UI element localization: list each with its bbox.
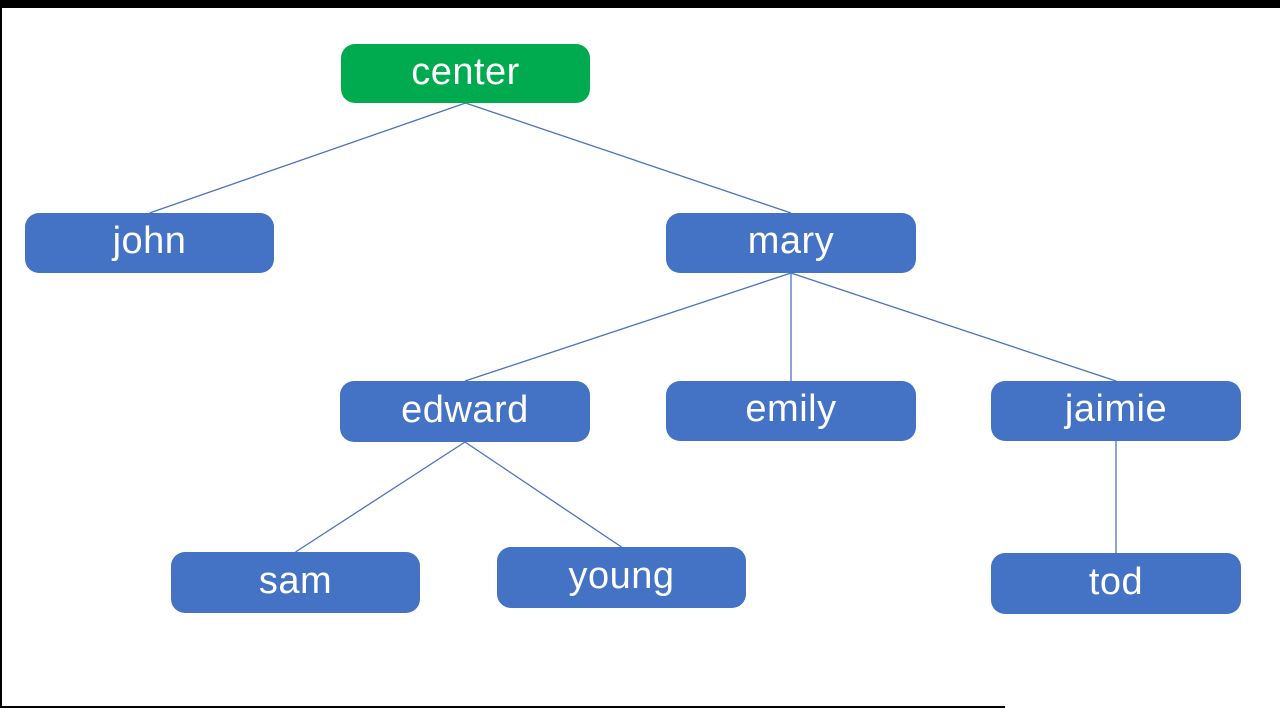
edge-mary-edward — [464, 272, 792, 382]
edge-center-john — [149, 102, 466, 214]
edge-mary-jaimie — [790, 272, 1117, 382]
frame-top-bar — [0, 0, 1280, 8]
edge-edward-young — [464, 441, 622, 548]
frame-left-bar — [0, 0, 2, 708]
tree-node-label: mary — [747, 220, 835, 262]
tree-node-label: john — [112, 220, 187, 262]
tree-node-label: emily — [745, 388, 837, 430]
frame-bottom-bar — [0, 706, 1005, 708]
tree-node-label: tod — [1088, 560, 1144, 603]
tree-node-label: young — [568, 554, 675, 597]
tree-node-label: edward — [401, 388, 529, 431]
tree-node-emily: emily — [666, 381, 916, 441]
tree-node-label: jaimie — [1064, 388, 1168, 430]
edge-center-mary — [465, 102, 792, 214]
tree-node-center: center — [341, 44, 590, 103]
tree-node-young: young — [497, 547, 746, 608]
tree-node-john: john — [25, 213, 274, 273]
tree-node-jaimie: jaimie — [991, 381, 1241, 441]
tree-node-label: sam — [258, 559, 333, 602]
tree-node-sam: sam — [171, 552, 420, 613]
tree-node-label: center — [411, 50, 520, 93]
edge-edward-sam — [295, 441, 466, 553]
tree-node-tod: tod — [991, 553, 1241, 614]
tree-node-mary: mary — [666, 213, 916, 273]
tree-node-edward: edward — [340, 381, 590, 442]
